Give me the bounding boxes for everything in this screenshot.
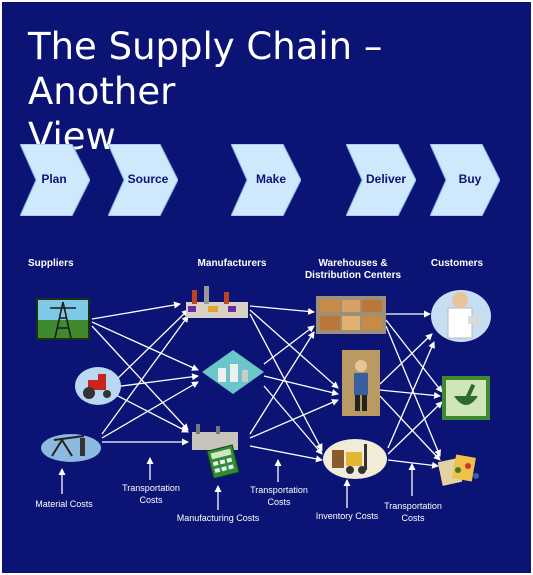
chevron-shape	[430, 144, 500, 216]
column-header-warehouses: Warehouses & Distribution Centers	[298, 258, 408, 282]
power-plant-icon	[202, 350, 264, 394]
process-step-buy: Buy	[430, 144, 500, 216]
mortar-pestle-icon	[442, 376, 490, 420]
header-line: Distribution Centers	[304, 270, 402, 281]
arrow	[263, 325, 315, 365]
arrow	[387, 341, 435, 449]
cost-line: Transportation	[250, 485, 308, 495]
process-step-source: Source	[108, 144, 178, 216]
arrow	[91, 325, 189, 431]
pill-packs-icon	[437, 452, 488, 488]
cost-label-transportation-2: Transportation Costs	[244, 484, 314, 508]
column-header-manufacturers: Manufacturers	[197, 258, 267, 269]
arrow	[249, 331, 315, 435]
warehouse-shelves-icon	[316, 296, 386, 334]
cost-line: Costs	[267, 497, 291, 507]
chevron-shape	[231, 144, 301, 216]
cost-label-transportation-3: Transportation Costs	[378, 500, 448, 524]
worker-icon	[342, 350, 380, 416]
arrow	[113, 393, 189, 433]
chevron-shape	[346, 144, 416, 216]
process-step-label: Plan	[41, 172, 67, 186]
process-step-label: Make	[255, 172, 287, 186]
tractor-icon	[74, 366, 122, 406]
factory-icon	[182, 284, 252, 322]
process-step-plan: Plan	[20, 144, 90, 216]
arrow	[249, 309, 339, 389]
column-header-suppliers: Suppliers	[28, 258, 74, 269]
process-step-deliver: Deliver	[346, 144, 416, 216]
arrow	[113, 309, 189, 383]
arrow	[249, 305, 315, 315]
cost-label-material: Material Costs	[35, 499, 93, 509]
pharmacist-icon	[430, 286, 492, 344]
arrow	[91, 301, 181, 320]
title-line-1: The Supply Chain – Another	[28, 25, 383, 113]
chevron-shape	[20, 144, 90, 216]
slide-title: The Supply Chain – Another View	[28, 24, 508, 159]
power-tower-icon	[36, 298, 90, 340]
arrow	[387, 401, 443, 455]
column-header-customers: Customers	[430, 258, 484, 269]
arrow	[385, 319, 443, 393]
arrow	[387, 459, 439, 469]
process-step-make: Make	[231, 144, 301, 216]
cost-line: Costs	[401, 513, 425, 523]
arrow	[379, 333, 433, 385]
process-step-label: Source	[127, 172, 169, 186]
oil-pump-icon	[40, 426, 102, 466]
cost-label-inventory: Inventory Costs	[315, 511, 379, 521]
header-line: Warehouses &	[318, 258, 388, 269]
cost-line: Transportation	[122, 483, 180, 493]
process-step-label: Buy	[458, 172, 482, 186]
arrow	[91, 321, 199, 371]
cost-label-transportation-1: Transportation Costs	[116, 482, 186, 506]
arrow-group	[58, 301, 443, 510]
cost-label-manufacturing: Manufacturing Costs	[176, 513, 260, 523]
arrow	[113, 373, 199, 388]
forklift-icon	[322, 438, 388, 480]
cost-line: Costs	[139, 495, 163, 505]
arrow	[379, 395, 441, 461]
factory-calculator-icon	[188, 422, 250, 480]
process-step-label: Deliver	[365, 172, 407, 186]
arrow	[101, 381, 199, 439]
chevron-shape	[108, 144, 178, 216]
cost-line: Transportation	[384, 501, 442, 511]
arrow	[249, 399, 339, 439]
arrow	[101, 315, 189, 435]
arrow	[263, 375, 339, 396]
arrow	[249, 445, 323, 463]
arrow	[379, 389, 441, 399]
